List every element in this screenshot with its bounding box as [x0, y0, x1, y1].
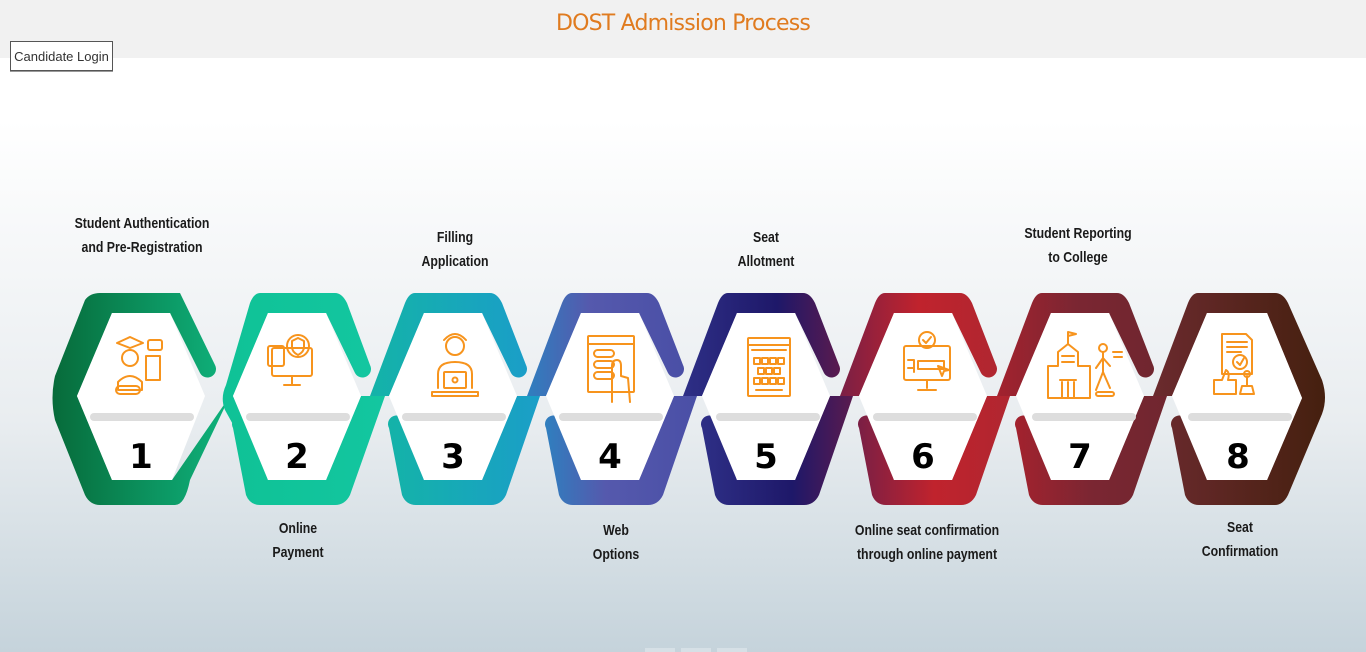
step-label-3: Filling Application [373, 226, 537, 274]
step-label-2-line1: Online [278, 520, 318, 537]
step-label-6: Online seat confirmation through online … [829, 519, 1026, 567]
person-laptop-icon [431, 333, 479, 397]
page-title: DOST Admission Process [555, 11, 811, 36]
step-label-8: Seat Confirmation [1158, 516, 1322, 564]
step-3-hexagon [370, 293, 540, 505]
step-label-4-line1: Web [603, 522, 629, 539]
step-label-7-line1: Student Reporting [1024, 225, 1132, 242]
step-6-hexagon [840, 293, 1010, 505]
step-label-4: Web Options [534, 519, 698, 567]
step-number-6: 6 [911, 437, 935, 477]
approved-document-stamp-icon [1213, 333, 1255, 395]
online-payment-check-icon [903, 331, 951, 391]
step-label-2: Online Payment [216, 517, 380, 565]
step-label-1-line2: and Pre-Registration [81, 239, 203, 256]
step-number-2: 2 [285, 437, 309, 477]
secure-payment-monitor-icon [267, 334, 313, 386]
college-walking-student-icon [1047, 331, 1123, 399]
separator-bars [90, 413, 1292, 421]
step-number-7: 7 [1068, 437, 1092, 477]
step-label-1-line1: Student Authentication [74, 215, 210, 232]
step-number-5: 5 [754, 437, 778, 477]
step-4-hexagon [527, 293, 697, 505]
header-bar [0, 0, 1366, 58]
step-label-8-line2: Confirmation [1201, 543, 1279, 560]
step-label-3-line1: Filling [436, 229, 474, 246]
step-label-2-line2: Payment [272, 544, 324, 561]
carousel-indicators [645, 648, 747, 652]
step-number-4: 4 [598, 437, 622, 477]
step-number-3: 3 [441, 437, 465, 477]
step-number-1: 1 [129, 437, 153, 477]
step-label-1: Student Authentication and Pre-Registrat… [60, 212, 224, 260]
carousel-dot[interactable] [717, 648, 747, 652]
step-5-hexagon [683, 293, 853, 505]
step-2-hexagon [222, 293, 385, 505]
step-label-4-line2: Options [592, 546, 640, 563]
step-label-5: Seat Allotment [684, 226, 848, 274]
step-label-5-line2: Allotment [737, 253, 795, 270]
step-label-8-line1: Seat [1227, 519, 1253, 536]
seat-grid-icon [747, 337, 791, 397]
step-7-hexagon [997, 293, 1167, 505]
student-graduate-icon [115, 336, 163, 395]
step-label-7: Student Reporting to College [996, 222, 1160, 270]
step-label-7-line2: to College [1048, 249, 1108, 266]
carousel-dot[interactable] [645, 648, 675, 652]
candidate-login-button[interactable]: Candidate Login [10, 41, 113, 71]
step-number-8: 8 [1226, 437, 1250, 477]
step-label-6-line2: through online payment [856, 546, 998, 563]
step-1-hexagon [52, 293, 230, 505]
step-label-3-line2: Application [421, 253, 489, 270]
step-label-6-line1: Online seat confirmation [854, 522, 1000, 539]
step-label-5-line1: Seat [753, 229, 779, 246]
web-options-click-icon [587, 335, 635, 403]
carousel-dot[interactable] [681, 648, 711, 652]
